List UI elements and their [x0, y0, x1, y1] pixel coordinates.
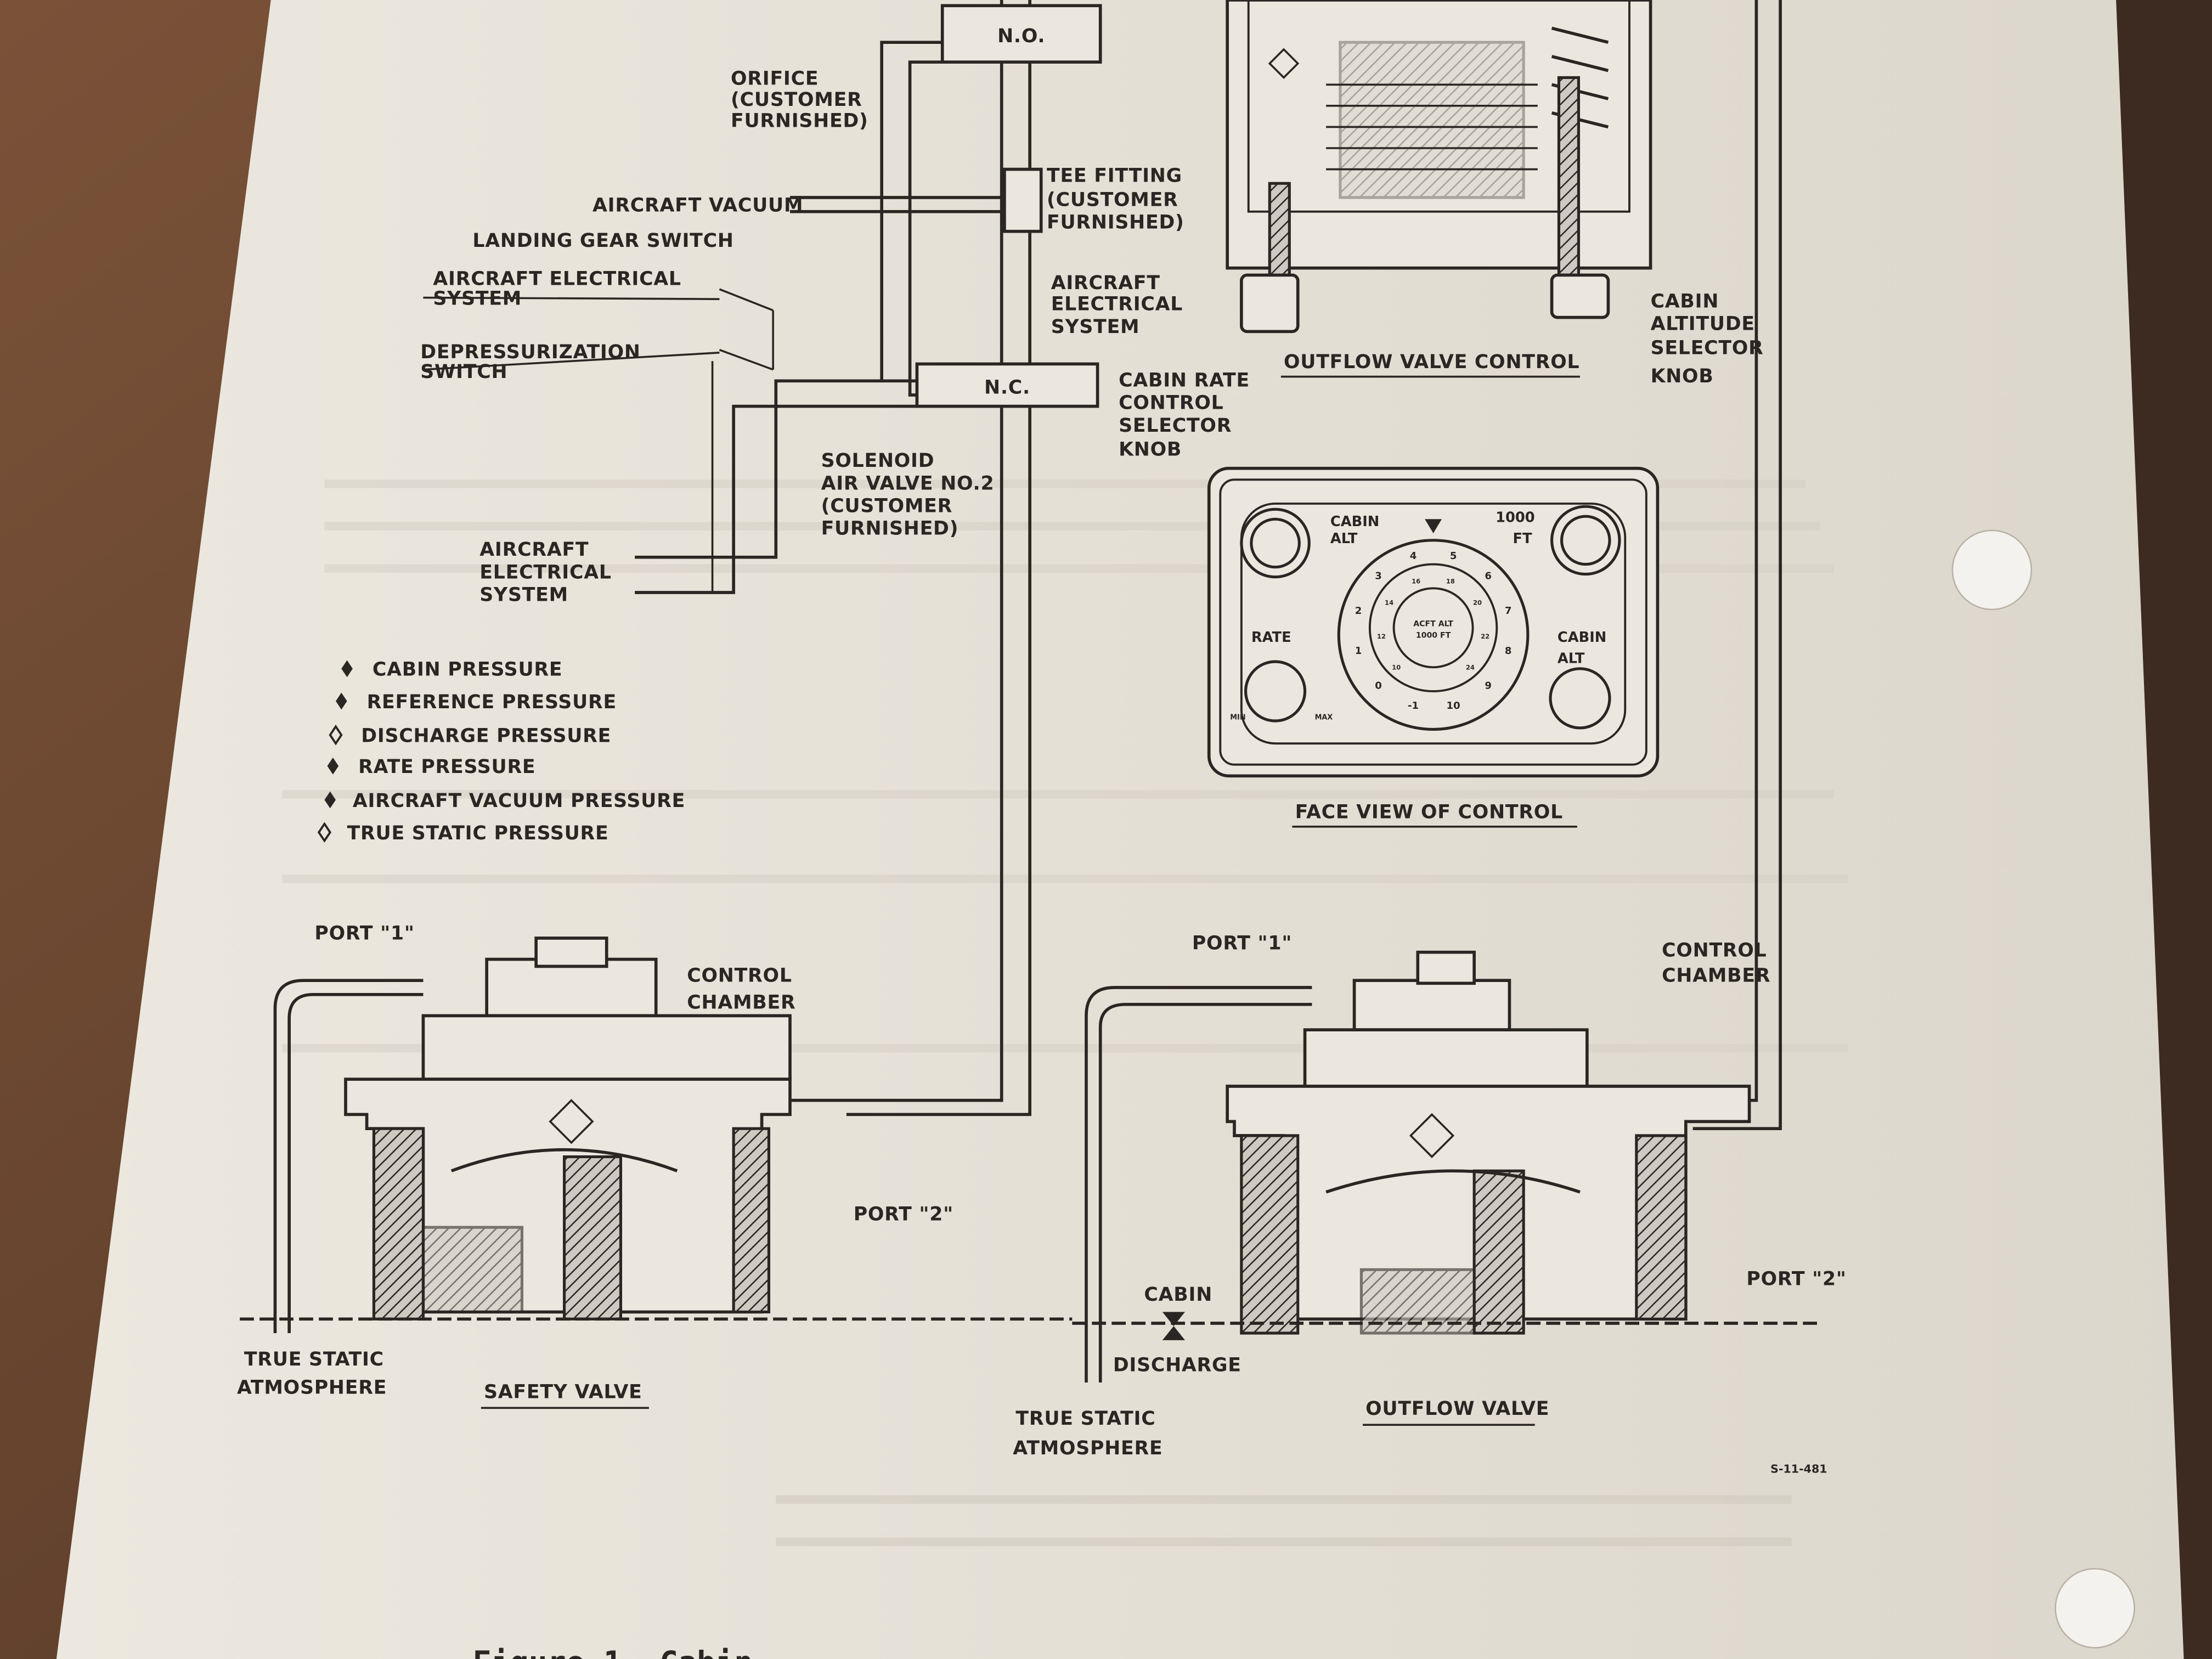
min-label: MIN [1230, 713, 1245, 721]
dial-tick-label: 12 [1377, 633, 1386, 640]
open-diamond-icon [317, 822, 332, 843]
port2-label: PORT "2" [1746, 1268, 1846, 1290]
dial-tick-label: 4 [1410, 550, 1417, 562]
outflow-valve-control-cutaway [1226, 0, 1652, 334]
legend-item: TRUE STATIC PRESSURE [317, 822, 609, 844]
svg-text:REFERENCE PRESSURE: REFERENCE PRESSURE [367, 691, 617, 713]
cabin-alt-knob [1549, 667, 1611, 730]
dial-tick-label: 14 [1385, 599, 1393, 607]
outflow-valve-control-title: OUTFLOW VALVE CONTROL [1284, 351, 1579, 373]
dial-tick-label: 10 [1447, 700, 1460, 712]
aircraft-vacuum-label: AIRCRAFT VACUUM [592, 195, 803, 217]
pressure-legend: CABIN PRESSURE REFERENCE PRESSURE DISCHA… [317, 659, 685, 844]
filled-diamond-icon [327, 757, 339, 775]
legend-item: REFERENCE PRESSURE [336, 691, 617, 713]
dial-tick-label: 9 [1485, 680, 1492, 691]
dial-inner-scale: 10 12 14 16 18 20 22 24 [1377, 578, 1489, 672]
cabin-altitude-knob [1550, 273, 1610, 319]
svg-text:RATE PRESSURE: RATE PRESSURE [358, 756, 535, 778]
dial-tick-label: -1 [1408, 700, 1419, 712]
legend-item: CABIN PRESSURE [341, 659, 562, 681]
cabin-rate-knob [1240, 273, 1300, 334]
svg-text:TRUE STATIC PRESSURE: TRUE STATIC PRESSURE [347, 822, 609, 844]
dial-tick-label: 2 [1355, 605, 1362, 617]
dial-tick-label: 10 [1392, 664, 1401, 672]
max-label: MAX [1315, 713, 1333, 721]
port1-label: PORT "1" [314, 923, 414, 945]
filled-diamond-icon [324, 791, 336, 809]
legend-item: DISCHARGE PRESSURE [329, 724, 611, 747]
discharge-label: DISCHARGE [1113, 1354, 1242, 1376]
dial-tick-label: 1 [1355, 645, 1362, 657]
dial-tick-label: 22 [1481, 633, 1489, 640]
drawing-number: S-11-481 [1770, 1463, 1827, 1476]
port1-label: PORT "1" [1192, 933, 1292, 955]
figure-caption: Figure 1. Cabin [472, 1645, 753, 1659]
port2-label: PORT "2" [854, 1203, 953, 1225]
legend-item: RATE PRESSURE [327, 756, 535, 778]
landing-gear-switch-label: LANDING GEAR SWITCH [472, 230, 733, 252]
rate-label: RATE [1251, 629, 1291, 646]
outflow-valve-title: OUTFLOW VALVE [1365, 1398, 1549, 1420]
nc-valve-label: N.C. [984, 376, 1030, 398]
solenoid-valve-nc [915, 362, 1099, 408]
open-diamond-icon [329, 724, 343, 746]
dial-tick-label: 18 [1446, 578, 1455, 585]
dial-tick-label: 6 [1485, 570, 1492, 582]
punch-hole [1951, 529, 2033, 611]
dial-tick-label: 0 [1375, 680, 1382, 691]
no-valve-label: N.O. [997, 25, 1045, 47]
dial-tick-label: 7 [1505, 605, 1512, 617]
rate-knob [1244, 660, 1307, 723]
dial-tick-label: 5 [1450, 550, 1457, 562]
face-view-caption: FACE VIEW OF CONTROL [1295, 801, 1563, 823]
pneumatic-lines: N.O. N.C. [423, 0, 1782, 1130]
svg-text:DISCHARGE PRESSURE: DISCHARGE PRESSURE [361, 725, 611, 747]
pointer-triangle-icon [1425, 519, 1442, 533]
solenoid-valve-no [940, 4, 1102, 64]
dial-tick-label: 3 [1375, 570, 1382, 582]
legend-item: AIRCRAFT VACUUM PRESSURE [324, 790, 685, 812]
svg-text:CABIN PRESSURE: CABIN PRESSURE [373, 659, 563, 681]
filled-diamond-icon [341, 660, 353, 678]
cabin-label: CABIN [1144, 1284, 1212, 1306]
safety-valve-title: SAFETY VALVE [484, 1381, 642, 1403]
dial-tick-label: 20 [1473, 599, 1482, 607]
dial-tick-label: 24 [1466, 664, 1475, 672]
dial-tick-label: 16 [1412, 578, 1420, 585]
dial-tick-label: 8 [1505, 645, 1512, 657]
svg-text:AIRCRAFT VACUUM PRESSURE: AIRCRAFT VACUUM PRESSURE [353, 790, 685, 812]
punch-hole [2055, 1568, 2135, 1649]
